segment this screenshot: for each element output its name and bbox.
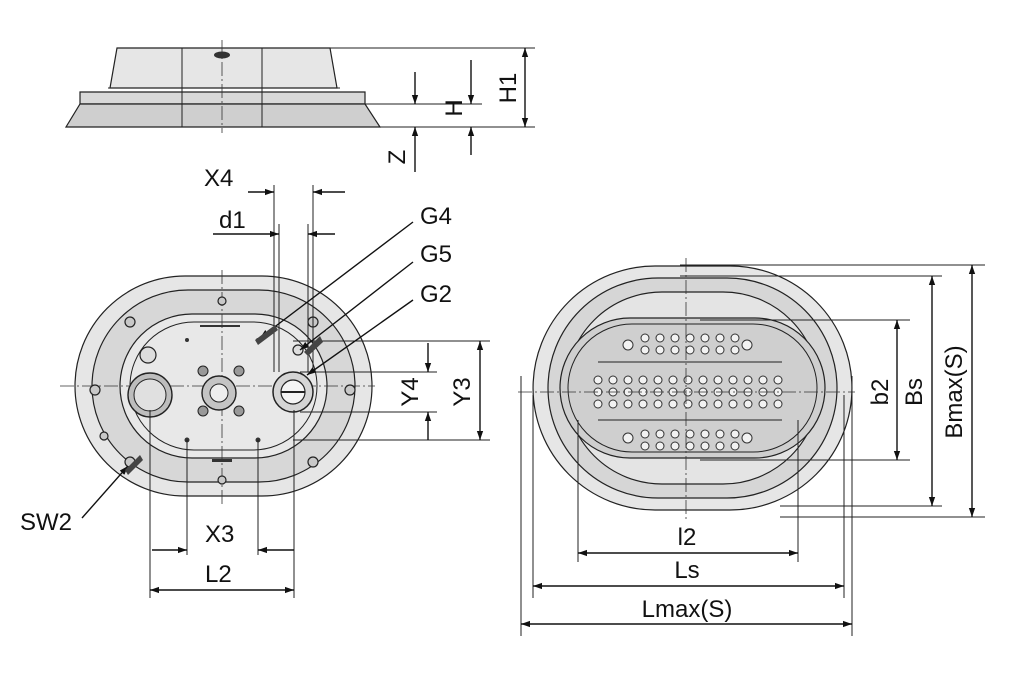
screw-icon [124,316,136,328]
front-view: X4 d1 G4 G5 G2 Y4 Y3 SW2 X3 L2 [20,165,490,598]
side-view: H1 H Z [64,40,535,172]
label-bs: Bs [901,378,928,406]
label-g2: G2 [420,281,452,308]
label-bmax: Bmax(S) [941,345,968,438]
side-view-fitting [214,51,230,59]
label-g4: G4 [420,203,452,230]
bottom-view-suction-plate [559,317,826,459]
label-sw2: SW2 [20,509,72,536]
screw-icon [307,456,319,468]
suction-holes [593,333,783,451]
label-l2: L2 [205,561,232,588]
side-view-flange [79,91,366,105]
label-h1: H1 [495,73,522,104]
label-x3: X3 [205,521,234,548]
screw-icon [344,384,356,396]
label-y4: Y4 [397,377,424,406]
label-z: Z [384,150,411,165]
mounting-screws [89,296,356,485]
screw-icon [89,384,101,396]
label-h: H [441,99,468,116]
label-b2: b2 [867,379,894,406]
bottom-view: b2 Bs Bmax(S) l2 Ls Lmax(S) [518,258,985,636]
label-g5: G5 [420,241,452,268]
screw-icon [217,475,227,485]
label-x4: X4 [204,165,233,192]
screw-icon [217,296,227,306]
screw-icon [99,431,109,441]
label-lmax: Lmax(S) [642,596,733,623]
port-icon [139,346,157,364]
label-l2-lower: l2 [678,524,697,551]
label-y3: Y3 [449,377,476,406]
side-view-seal-lip [64,103,382,128]
label-d1: d1 [219,207,246,234]
label-ls: Ls [674,557,699,584]
